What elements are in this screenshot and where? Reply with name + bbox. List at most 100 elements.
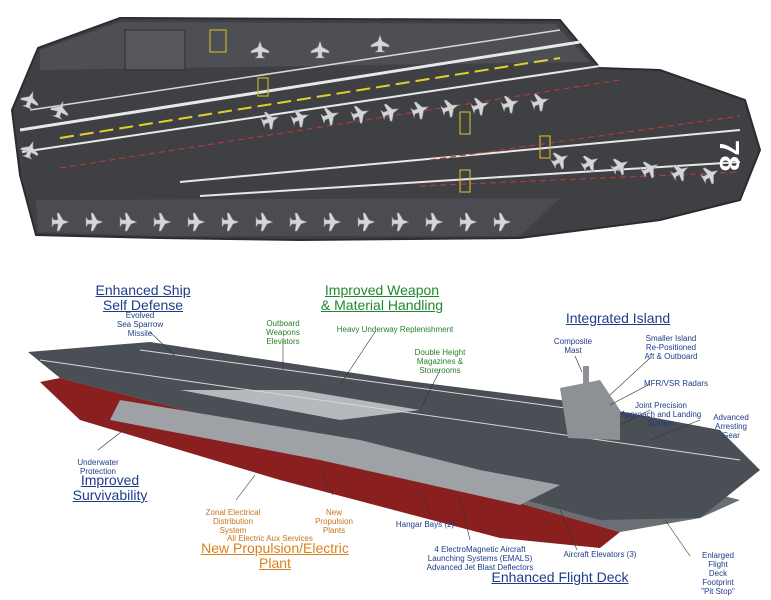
- aircraft-silhouette: [85, 212, 104, 232]
- cutaway-deck-line-2: [139, 349, 581, 411]
- heading-propulsion-line1: New Propulsion/Electric: [201, 540, 349, 556]
- aircraft-silhouette: [320, 107, 340, 126]
- callout-mast-l1: Composite: [553, 337, 593, 346]
- callout-plants-l2: Propulsion: [315, 517, 353, 526]
- catapult-red-dash: [429, 115, 741, 161]
- heading-weapon-line1: Improved Weapon: [324, 282, 440, 298]
- callout-gear-l2: Arresting: [714, 422, 747, 431]
- callout-pitstop-l2: Flight: [708, 560, 728, 569]
- aircraft-silhouette: [579, 155, 599, 173]
- aircraft-silhouette: [410, 101, 430, 120]
- callout-island-l1: Smaller Island: [645, 334, 697, 343]
- elevator-outline-1: [209, 29, 227, 53]
- aircraft-silhouette: [549, 152, 569, 170]
- cutaway-illustration: [28, 331, 760, 557]
- callout-jpals-l2: Approach and Landing: [620, 410, 702, 419]
- heading-integrated-island: Integrated Island: [565, 310, 671, 326]
- elevator-outline-3: [459, 111, 471, 135]
- callout-zonal: Zonal Electrical Distribution System: [193, 508, 273, 535]
- aircraft-silhouette: [119, 212, 138, 232]
- aircraft-silhouette: [260, 111, 280, 130]
- callout-gear-l3: Gear: [722, 431, 740, 440]
- callout-outboard-elevators: Outboard Weapons Elevators: [258, 319, 308, 346]
- callout-magazines-l1: Double Height: [414, 348, 466, 357]
- deck-edge-white-2: [29, 29, 561, 111]
- callout-pitstop-l5: "Pit Stop": [701, 587, 735, 596]
- callout-pit-stop: Enlarged Flight Deck Footprint "Pit Stop…: [690, 551, 746, 596]
- parked-aircraft-group: [20, 34, 719, 232]
- callout-underwater-l2: Protection: [79, 467, 117, 476]
- callout-pitstop-l1: Enlarged: [701, 551, 735, 560]
- callout-jpals: Joint Precision Approach and Landing Sys…: [618, 401, 704, 428]
- aircraft-silhouette: [459, 212, 478, 232]
- callout-radars: MFR/VSR Radars: [643, 379, 708, 388]
- callout-outboard-l3: Elevators: [266, 337, 300, 346]
- callout-sea-sparrow-l3: Missile: [127, 329, 153, 338]
- cutaway-island: [560, 380, 620, 440]
- aircraft-silhouette: [639, 161, 659, 179]
- deck-red-dash-1: [59, 79, 621, 169]
- callout-pitstop-l3: Deck: [708, 569, 728, 578]
- callout-magazines: Double Height Magazines & Storerooms: [410, 348, 470, 375]
- heading-self-defense: Enhanced Ship Self Defense: [80, 283, 206, 313]
- aircraft-silhouette: [380, 103, 400, 122]
- heading-self-defense-line2: Self Defense: [102, 297, 184, 313]
- elevator-outline-4: [459, 169, 471, 193]
- aircraft-silhouette: [370, 34, 390, 53]
- elevator-outline-2: [257, 77, 269, 97]
- aircraft-silhouette: [609, 158, 629, 176]
- heading-propulsion: New Propulsion/Electric Plant: [175, 541, 375, 571]
- callout-gear-l1: Advanced: [713, 413, 749, 422]
- callout-outboard-l2: Weapons: [266, 328, 300, 337]
- callout-emals-l1: 4 ElectroMagnetic Aircraft: [434, 545, 526, 554]
- callout-plants-l1: New: [325, 508, 342, 517]
- callout-replenishment: Heavy Underway Replenishment: [336, 325, 454, 334]
- callout-emals-l2: Launching Systems (EMALS): [427, 554, 533, 563]
- callout-zonal-l3: System: [219, 526, 247, 535]
- hull-number: 78: [714, 140, 745, 171]
- elevator-outline-5: [539, 135, 551, 159]
- cutaway-deck-line-1: [39, 359, 741, 461]
- callout-leader-lines: [97, 331, 701, 557]
- aircraft-silhouette: [699, 167, 719, 185]
- aircraft-silhouette: [493, 212, 512, 232]
- aircraft-silhouette: [500, 95, 520, 114]
- callout-zonal-l2: Distribution: [212, 517, 253, 526]
- callout-sea-sparrow-l2: Sea Sparrow: [116, 320, 164, 329]
- callout-magazines-l3: Storerooms: [419, 366, 461, 375]
- callout-hangar-bays: Hangar Bays (2): [395, 520, 455, 529]
- aircraft-silhouette: [470, 97, 490, 116]
- callout-mast-l2: Mast: [564, 346, 582, 355]
- aircraft-silhouette: [425, 212, 444, 232]
- aircraft-silhouette: [289, 212, 308, 232]
- aircraft-silhouette: [187, 212, 206, 232]
- callout-emals: 4 ElectroMagnetic Aircraft Launching Sys…: [420, 545, 540, 572]
- callout-outboard-l1: Outboard: [266, 319, 300, 328]
- callout-arresting-gear: Advanced Arresting Gear: [706, 413, 756, 440]
- aircraft-silhouette: [357, 212, 376, 232]
- cutaway-flight-deck: [28, 342, 760, 520]
- deck-hull: [10, 16, 762, 242]
- deck-sponson-top: [40, 22, 590, 70]
- deck-yellow-line: [59, 57, 561, 139]
- cutaway-mast: [583, 366, 589, 386]
- deck-edge-white-1: [21, 65, 601, 153]
- aircraft-silhouette: [250, 40, 270, 59]
- aircraft-silhouette: [323, 212, 342, 232]
- callout-electric-aux: All Electric Aux Services: [227, 534, 313, 543]
- callout-jpals-l3: System: [647, 419, 675, 428]
- callout-underwater: Underwater Protection: [68, 458, 128, 476]
- callout-island-l2: Re-Positioned: [645, 343, 697, 352]
- callout-island-l3: Aft & Outboard: [644, 352, 698, 361]
- cutaway-interior: [180, 390, 420, 420]
- aircraft-silhouette: [290, 109, 310, 128]
- heading-weapon-line2: & Material Handling: [320, 297, 444, 313]
- aircraft-silhouette: [50, 100, 69, 120]
- callout-jpals-l1: Joint Precision: [634, 401, 688, 410]
- callout-composite-mast: Composite Mast: [545, 337, 601, 355]
- aircraft-silhouette: [310, 40, 330, 59]
- heading-weapon-handling: Improved Weapon & Material Handling: [302, 283, 462, 313]
- callout-plants-l3: Plants: [322, 526, 346, 535]
- callout-emals-l3: Advanced Jet Blast Deflectors: [426, 563, 534, 572]
- aircraft-silhouette: [221, 212, 240, 232]
